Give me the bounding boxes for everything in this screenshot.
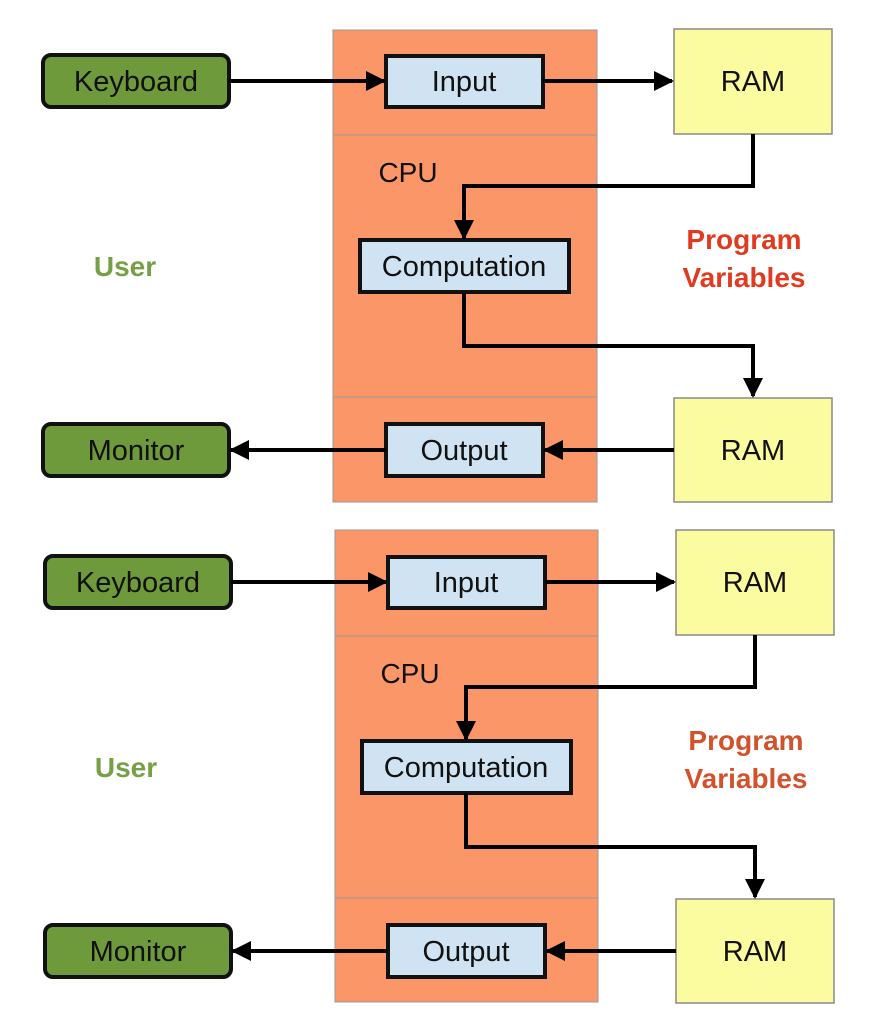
diagram-top: CPU Keyboard Monitor User Input Computat…	[41, 28, 833, 503]
ram-top-box: RAM	[673, 28, 833, 135]
keyboard-box: Keyboard	[41, 53, 231, 109]
output-label: Output	[422, 936, 509, 968]
keyboard-label: Keyboard	[74, 66, 198, 98]
input-label: Input	[432, 66, 497, 98]
user-label: User	[94, 251, 156, 282]
diagram-bottom: CPU Keyboard Monitor User Input Computat…	[43, 529, 835, 1004]
computation-label: Computation	[384, 752, 548, 784]
computation-unit: Computation	[358, 238, 571, 294]
variables-label: Variables	[685, 763, 808, 794]
ram-top-label: RAM	[723, 567, 787, 599]
ram-bottom-label: RAM	[721, 435, 785, 467]
keyboard-label: Keyboard	[76, 567, 200, 599]
arrow-computation-to-ram	[464, 793, 765, 899]
arrow-computation-to-ram	[462, 292, 763, 398]
variables-label: Variables	[683, 262, 806, 293]
ram-top-label: RAM	[721, 66, 785, 98]
program-label: Program	[688, 725, 803, 756]
ram-bottom-box: RAM	[675, 898, 835, 1004]
computation-unit: Computation	[360, 739, 573, 795]
output-unit: Output	[384, 422, 545, 478]
program-label: Program	[686, 224, 801, 255]
ram-bottom-box: RAM	[673, 397, 833, 503]
ram-bottom-label: RAM	[723, 936, 787, 968]
output-label: Output	[420, 435, 507, 467]
cpu-label: CPU	[380, 658, 439, 689]
monitor-label: Monitor	[90, 936, 187, 968]
monitor-label: Monitor	[88, 435, 185, 467]
arrow-ram-to-computation	[456, 635, 757, 741]
output-unit: Output	[386, 923, 547, 979]
monitor-box: Monitor	[43, 923, 233, 979]
keyboard-box: Keyboard	[43, 554, 233, 610]
computation-label: Computation	[382, 251, 546, 283]
input-unit: Input	[386, 555, 547, 610]
monitor-box: Monitor	[41, 422, 231, 478]
user-label: User	[95, 752, 157, 783]
ram-top-box: RAM	[675, 529, 835, 636]
cpu-label: CPU	[378, 157, 437, 188]
input-unit: Input	[384, 54, 545, 109]
input-label: Input	[434, 567, 499, 599]
arrow-ram-to-computation	[454, 134, 755, 240]
